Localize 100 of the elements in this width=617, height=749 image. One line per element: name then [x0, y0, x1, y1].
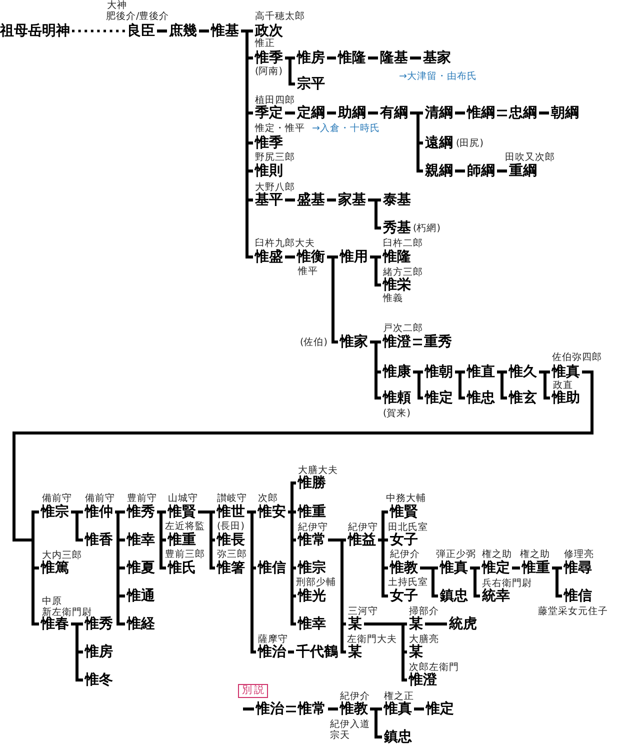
person-name: 泰基 — [383, 192, 411, 208]
person-name: 基平 — [255, 192, 283, 208]
name-annotation: 新左衛門尉 — [42, 606, 92, 618]
name-annotation: 弾正少弼 — [436, 548, 476, 560]
name-annotation: (賀来) — [383, 408, 410, 418]
lineage-line — [512, 566, 520, 570]
name-annotation: 次郎左衛門 — [409, 662, 459, 672]
person-name: 惟季 — [255, 135, 283, 151]
lineage-line — [539, 112, 549, 114]
person-name: 惟房 — [297, 50, 325, 66]
lineage-line — [157, 30, 167, 32]
name-annotation: 刑部少輔 — [296, 576, 336, 588]
lineage-line — [327, 56, 336, 60]
person-name: 惟隆 — [383, 249, 411, 265]
name-annotation: 宗天 — [330, 730, 350, 740]
name-annotation: 政直 — [553, 380, 573, 390]
person-name: 惟篤 — [41, 560, 69, 576]
person-name: 惟光 — [298, 588, 326, 604]
person-name: 惟則 — [255, 163, 283, 179]
lineage-line — [285, 256, 295, 258]
person-name: 惟益 — [348, 532, 376, 548]
name-annotation: 大膳亮 — [409, 634, 439, 644]
person-name: 某 — [409, 644, 423, 660]
lineage-line — [285, 112, 295, 114]
person-name: 宗平 — [297, 76, 325, 92]
name-annotation: 惟定・惟平 — [255, 122, 305, 134]
person-name: 惟澄 — [409, 672, 437, 688]
person-name: 惟久 — [509, 364, 537, 380]
person-name: 惟直 — [467, 364, 495, 380]
person-name: 惟長 — [217, 532, 245, 548]
person-name: 惟隆 — [338, 50, 366, 66]
person-name: 惟玄 — [509, 390, 537, 406]
person-name: 惟定 — [482, 560, 510, 576]
person-name: 惟氏 — [168, 560, 196, 576]
person-name: 惟常 — [298, 532, 326, 548]
lineage-line — [327, 112, 336, 114]
person-name: 季定 — [255, 105, 283, 121]
name-annotation: 紀伊守 — [348, 522, 378, 532]
name-annotation: (田尻) — [456, 138, 484, 148]
person-name: 定綱 — [297, 105, 325, 121]
lineage-line — [455, 370, 465, 400]
person-name: 惟房 — [85, 644, 113, 660]
person-name: 惟重 — [168, 532, 196, 548]
lineage-line — [288, 650, 294, 654]
person-name: 惟定 — [425, 390, 453, 406]
person-name: 某 — [348, 616, 362, 632]
name-annotation: 大内三郎 — [42, 550, 82, 560]
name-annotation: 紀伊介 — [340, 690, 370, 702]
person-name: 某 — [409, 616, 423, 632]
person-name: 惟真 — [384, 701, 412, 717]
person-name: 惟安 — [258, 504, 286, 520]
name-annotation: 中務大輔 — [386, 492, 426, 504]
person-name: 惟盛 — [255, 249, 283, 265]
person-name: 惟季 — [255, 50, 283, 66]
person-name: 鎮忠 — [384, 729, 412, 745]
lineage-line — [497, 170, 507, 172]
person-name: 惟基 — [211, 23, 239, 39]
name-annotation: 紀伊介 — [390, 548, 420, 560]
note-text: →入倉・十時氏 — [312, 122, 380, 134]
person-name: 惟頼 — [383, 390, 411, 406]
person-name: 惟真 — [440, 560, 468, 576]
name-annotation: 惟義 — [383, 292, 403, 304]
lineage-line — [327, 198, 336, 202]
person-name: 惟通 — [127, 588, 155, 604]
person-name: 惟仲 — [85, 504, 113, 520]
note-box: 別説 — [238, 684, 268, 698]
dotted-line — [72, 30, 125, 32]
name-annotation: 中原 — [42, 596, 62, 606]
name-annotation: 薩摩守 — [258, 634, 288, 644]
person-name: 惟定 — [426, 701, 454, 717]
name-annotation: 高千穂太郎 — [255, 10, 305, 22]
person-name: 忠綱 — [509, 105, 537, 121]
person-name: 惟賢 — [168, 504, 196, 520]
person-name: 惟真 — [552, 364, 580, 380]
lineage-line — [455, 112, 465, 114]
lineage-line — [420, 566, 438, 598]
lineage-line — [425, 622, 447, 626]
name-annotation: 権之助 — [520, 548, 550, 560]
person-name: 惟勝 — [298, 475, 326, 491]
name-annotation: 惟正 — [255, 38, 275, 48]
person-name: 惟教 — [390, 560, 418, 576]
name-annotation: 左衛門大夫 — [347, 634, 397, 644]
name-annotation: 左近将監 — [165, 520, 205, 532]
name-annotation: (佐伯) — [300, 336, 328, 348]
person-name: 惟康 — [383, 364, 411, 380]
person-name: 統幸 — [482, 588, 510, 604]
lineage-line — [243, 708, 254, 710]
name-annotation: 次郎 — [258, 492, 278, 504]
person-name: 遠綱 — [425, 135, 453, 151]
lineage-line — [199, 30, 209, 32]
name-annotation: 田北氏室 — [388, 522, 428, 532]
lineage-line — [71, 510, 83, 542]
person-name: 朝綱 — [551, 105, 579, 121]
person-name: 某 — [348, 644, 362, 660]
name-annotation: 備前守 — [42, 492, 72, 504]
person-name: 惟衡 — [297, 249, 325, 265]
note-text: →大津留・由布氏 — [399, 70, 477, 82]
person-name: 秀基 — [383, 220, 411, 236]
person-name: 惟尋 — [564, 560, 592, 576]
person-name: 庶幾 — [169, 23, 197, 39]
